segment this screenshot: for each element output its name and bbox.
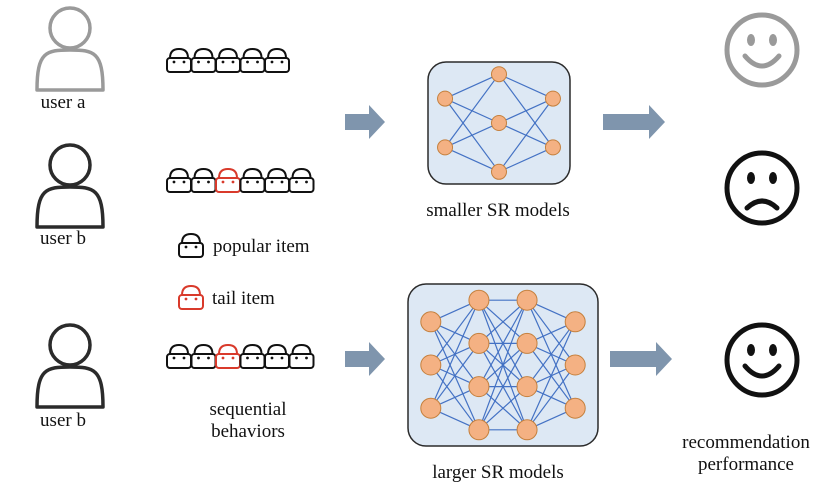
network-node <box>468 332 490 354</box>
network-edge <box>478 343 528 431</box>
network-node <box>491 66 507 83</box>
network-node <box>516 332 538 354</box>
network-edge <box>430 299 480 366</box>
network-edge <box>526 364 576 431</box>
legend-popular-label: popular item <box>213 236 310 257</box>
network-node <box>420 354 442 376</box>
network-node <box>564 354 586 376</box>
smiley-face-icon <box>724 12 800 88</box>
shopping-bag-icon <box>288 343 315 369</box>
network-node <box>564 311 586 333</box>
sad-face-icon <box>724 150 800 226</box>
network-node <box>420 311 442 333</box>
user-b-label-bottom: user b <box>40 410 86 431</box>
network-edge <box>498 146 554 173</box>
network-edge <box>444 73 500 148</box>
smiley-face-icon <box>724 322 800 398</box>
shopping-bag-icon <box>264 167 290 193</box>
network-edge <box>478 299 528 431</box>
network-node <box>516 289 538 311</box>
network-edge <box>478 299 528 387</box>
shopping-bag-icon <box>239 343 266 369</box>
user-icon <box>35 6 105 92</box>
network-edge <box>526 321 576 387</box>
network-edge <box>498 98 554 173</box>
shopping-bag-icon <box>215 343 241 369</box>
sequential-behaviors-label: sequential behaviors <box>209 399 287 442</box>
network-node <box>564 397 586 419</box>
legend-tail-label: tail item <box>212 288 275 309</box>
shopping-bag-icon <box>239 47 266 73</box>
network-edge <box>498 98 554 124</box>
network-edge <box>478 299 528 344</box>
shopping-bag-icon <box>166 47 192 73</box>
network-edge <box>444 122 500 148</box>
right-arrow-icon <box>345 105 385 139</box>
network-edge <box>444 73 500 100</box>
right-arrow-icon <box>603 105 665 139</box>
network-node <box>420 397 442 419</box>
network-edge <box>498 73 554 100</box>
network-edge <box>430 343 480 409</box>
right-arrow-icon <box>345 342 385 376</box>
network-node <box>468 376 490 398</box>
right-arrow-icon <box>610 342 672 376</box>
user-a-label: user a <box>40 92 86 113</box>
item-sequence-row <box>166 343 315 369</box>
network-node <box>468 289 490 311</box>
user-b-label-top: user b <box>40 228 86 249</box>
network-node <box>544 90 561 107</box>
network-edge <box>444 146 500 173</box>
network-node <box>491 163 507 180</box>
network-node <box>437 90 454 107</box>
network-edge <box>526 321 576 431</box>
item-sequence-row <box>166 47 290 73</box>
smaller-sr-models-label: smaller SR models <box>426 200 570 221</box>
network-node <box>516 376 538 398</box>
network-node <box>491 115 507 131</box>
shopping-bag-icon <box>288 167 315 193</box>
shopping-bag-icon <box>215 47 241 73</box>
network-node <box>516 419 538 441</box>
recommendation-performance-label: recommendation performance <box>682 432 810 475</box>
shopping-bag-icon <box>215 167 241 193</box>
network-edge <box>430 299 480 409</box>
user-icon <box>35 143 105 229</box>
shopping-bag-icon <box>190 167 217 193</box>
network-node <box>544 139 561 156</box>
shopping-bag-icon <box>264 343 290 369</box>
shopping-bag-icon <box>178 284 204 310</box>
shopping-bag-icon <box>178 232 204 258</box>
shopping-bag-icon <box>190 343 217 369</box>
larger-sr-model-diagram <box>407 283 599 447</box>
smaller-sr-model-diagram <box>427 61 571 185</box>
shopping-bag-icon <box>239 167 266 193</box>
network-node <box>468 419 490 441</box>
larger-sr-models-label: larger SR models <box>432 462 564 483</box>
shopping-bag-icon <box>166 167 192 193</box>
shopping-bag-icon <box>190 47 217 73</box>
user-icon <box>35 323 105 409</box>
shopping-bag-icon <box>264 47 290 73</box>
shopping-bag-icon <box>166 343 192 369</box>
item-sequence-row <box>166 167 315 193</box>
network-edge <box>478 386 528 431</box>
network-node <box>437 139 454 156</box>
